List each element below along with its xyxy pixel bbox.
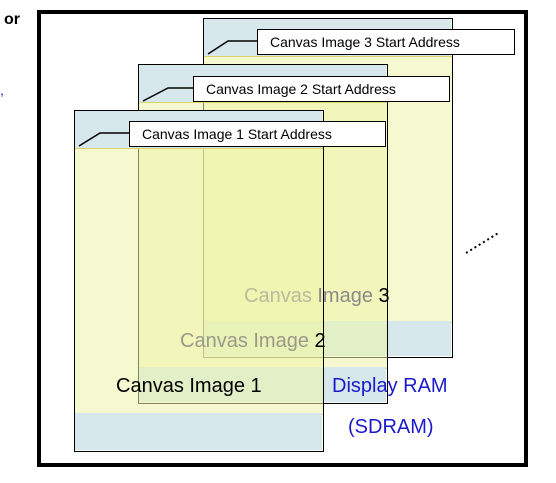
canvas3-leader-line: [207, 40, 257, 55]
canvas1-start-address-label: Canvas Image 1 Start Address: [129, 121, 386, 147]
canvas2-name-faded: Canvas Imag: [180, 330, 298, 352]
canvas2-name-mid: e: [297, 330, 315, 352]
canvas1-name: Canvas Image 1: [116, 375, 262, 397]
left-fragment-mark: ,: [0, 82, 4, 98]
canvas3-name-end: 3: [378, 285, 390, 307]
canvas2-name: Canvas Image 2: [180, 330, 326, 353]
canvas1-leader-line: [78, 132, 129, 147]
canvas3-name-faded: Canvas: [244, 285, 318, 307]
canvas2-name-end: 2: [314, 330, 326, 352]
canvas1-outline: [74, 110, 324, 452]
continuation-dots: [465, 231, 501, 254]
canvas2-start-address-label: Canvas Image 2 Start Address: [193, 76, 450, 102]
sdram-label: (SDRAM): [348, 416, 434, 438]
left-fragment-or: or: [4, 11, 20, 28]
canvas3-name-mid: Image: [317, 285, 379, 307]
canvas3-start-address-label: Canvas Image 3 Start Address: [257, 29, 515, 55]
canvas2-leader-line: [142, 87, 193, 102]
display-ram-label: Display RAM: [332, 375, 448, 397]
canvas3-name: Canvas Image 3: [244, 285, 390, 308]
canvas1-footer-strip: [74, 413, 322, 450]
